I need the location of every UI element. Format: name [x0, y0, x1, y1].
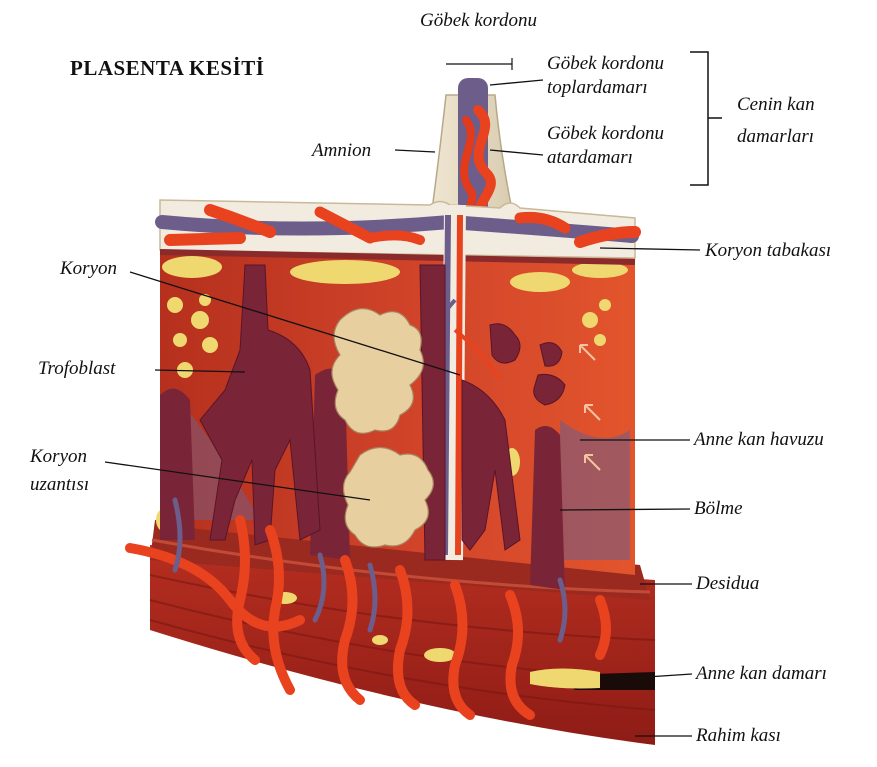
label-bolme: Bölme	[694, 498, 743, 520]
label-umbilical-vein-line2: toplardamarı	[547, 77, 648, 99]
label-trofoblast: Trofoblast	[38, 358, 115, 380]
cord-width-marker	[446, 58, 512, 70]
label-umbilical-artery-line2: atardamarı	[547, 147, 633, 169]
label-umbilical-artery-line1: Göbek kordonu	[547, 123, 664, 145]
label-chorionic-villus-line2: uzantısı	[30, 474, 89, 496]
chorion-plate	[160, 200, 635, 262]
label-rahim-kasi: Rahim kası	[696, 725, 781, 747]
label-amnion: Amnion	[312, 140, 371, 162]
label-fetal-vessels-line2: damarları	[737, 126, 814, 148]
figure-title: PLASENTA KESİTİ	[70, 56, 264, 81]
label-gobek-kordonu: Göbek kordonu	[420, 10, 537, 32]
label-koryon-tabakasi: Koryon tabakası	[705, 240, 831, 262]
label-umbilical-vein-line1: Göbek kordonu	[547, 53, 664, 75]
label-anne-kan-havuzu: Anne kan havuzu	[694, 429, 824, 451]
label-koryon: Koryon	[60, 258, 117, 280]
fetal-vessels-brace	[690, 52, 722, 185]
label-chorionic-villus-line1: Koryon	[30, 446, 87, 468]
label-fetal-vessels-line1: Cenin kan	[737, 94, 815, 116]
label-anne-kan-damari: Anne kan damarı	[696, 663, 827, 685]
label-desidua: Desidua	[696, 573, 759, 595]
